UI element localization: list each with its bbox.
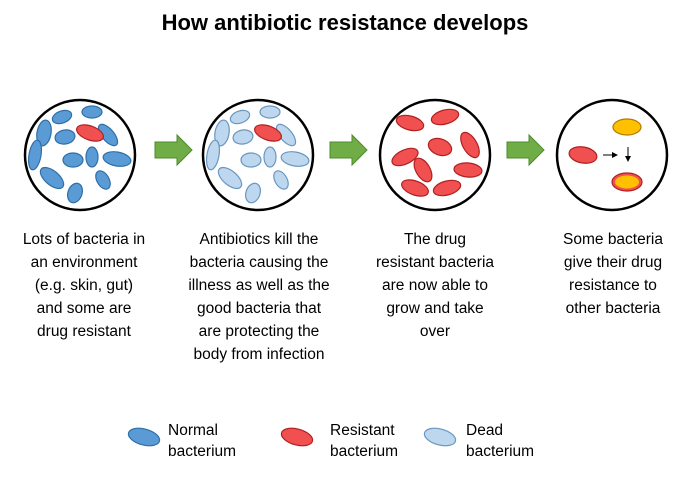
stage-2-bacterium-icon: [214, 119, 230, 147]
stage-2-bacterium-icon: [205, 139, 221, 171]
stage-1-bacterium-icon: [97, 123, 119, 147]
stage-1-bacterium-icon: [54, 129, 76, 145]
legend-line: bacterium: [330, 443, 399, 460]
stage-1-bacterium-icon: [81, 105, 103, 119]
stage-3-bacterium-icon: [432, 179, 462, 197]
caption-line: Lots of bacteria in: [22, 231, 146, 248]
legend-label-normal: Normal bacterium: [168, 420, 236, 462]
caption-line: illness as well as the: [188, 277, 330, 294]
stage-3-bacterium-icon: [413, 157, 433, 183]
caption-line: Some bacteria: [563, 231, 663, 248]
caption-line: Antibiotics kill the: [199, 231, 319, 248]
legend-line: Resistant: [330, 422, 395, 439]
legend-label-resistant: Resistant bacterium: [330, 420, 398, 462]
stage-3-bacterium-icon: [430, 108, 460, 126]
stage-2-bacterium-icon: [240, 152, 262, 168]
caption-line: resistance to: [569, 277, 657, 294]
stage-2-bacterium-icon: [263, 146, 277, 168]
legend-label-dead: Dead bacterium: [466, 420, 534, 462]
legend-resistant-bacterium-icon: [280, 427, 314, 447]
stage-3-bacterium-icon: [391, 147, 419, 167]
stage-1-bacterium-icon: [95, 170, 111, 190]
stage-3-bacterium-icon: [401, 179, 429, 197]
caption-line: and some are: [36, 300, 132, 317]
stage-2-bacterium-icon: [232, 129, 254, 145]
stage-arrow-1-icon: [154, 133, 193, 167]
stage-3-bacterium-icon: [453, 162, 483, 178]
stage-arrow-2-icon: [329, 133, 368, 167]
stage-4-recipient-inner-icon: [615, 175, 639, 189]
stage-2-caption: Antibiotics kill the bacteria causing th…: [172, 228, 346, 366]
stage-3-bacterium-icon: [427, 137, 453, 157]
stage-4-caption: Some bacteria give their drug resistance…: [538, 228, 688, 320]
caption-line: other bacteria: [565, 300, 661, 317]
legend-line: bacterium: [466, 443, 535, 460]
caption-line: bacteria causing the: [189, 254, 329, 271]
stage-1-bacterium-icon: [102, 151, 132, 167]
stage-2-bacterium-icon: [254, 124, 282, 142]
stage-1-bacterium-icon: [62, 152, 84, 168]
caption-line: body from infection: [193, 346, 325, 363]
stage-2-bacterium-icon: [259, 105, 281, 119]
caption-line: over: [419, 323, 451, 340]
stage-1-bacterium-icon: [51, 109, 73, 125]
stage-3-bacterium-icon: [460, 131, 480, 159]
stage-2-bacterium-icon: [273, 170, 289, 190]
stage-1-bacterium-icon: [36, 119, 52, 147]
caption-line: The drug: [403, 231, 467, 248]
stage-1-bacterium-icon: [39, 166, 65, 190]
stage-3-bacterium-icon: [395, 114, 425, 132]
caption-line: (e.g. skin, gut): [34, 277, 134, 294]
stage-4-gold-bacterium-icon: [612, 118, 642, 136]
stage-3-caption: The drug resistant bacteria are now able…: [360, 228, 510, 343]
legend-line: Dead: [466, 422, 504, 439]
legend-dead-bacterium-icon: [423, 427, 457, 447]
stage-1-caption: Lots of bacteria in an environment (e.g.…: [0, 228, 168, 343]
caption-line: grow and take: [386, 300, 484, 317]
stage-2-bacterium-icon: [244, 182, 262, 204]
stage-2-bacterium-icon: [275, 123, 297, 147]
page-title: How antibiotic resistance develops: [161, 10, 529, 35]
stage-2-bacterium-icon: [280, 151, 310, 167]
caption-line: resistant bacteria: [375, 254, 495, 271]
caption-line: give their drug: [563, 254, 663, 271]
stage-2-bacterium-icon: [217, 166, 243, 190]
legend-line: Normal: [168, 422, 218, 439]
stage-1-bacterium-icon: [85, 146, 99, 168]
stage-4-resistant-bacterium-icon: [568, 146, 598, 164]
stage-1-bacterium-icon: [76, 124, 104, 142]
caption-line: are now able to: [382, 277, 488, 294]
caption-line: good bacteria that: [196, 300, 322, 317]
caption-line: are protecting the: [198, 323, 320, 340]
caption-line: drug resistant: [37, 323, 131, 340]
legend-line: bacterium: [168, 443, 237, 460]
stage-2-bacterium-icon: [229, 109, 251, 125]
caption-line: an environment: [30, 254, 138, 271]
stage-1-bacterium-icon: [66, 182, 84, 204]
stage-1-bacterium-icon: [27, 139, 43, 171]
stage-arrow-3-icon: [506, 133, 545, 167]
legend-normal-bacterium-icon: [127, 427, 161, 447]
